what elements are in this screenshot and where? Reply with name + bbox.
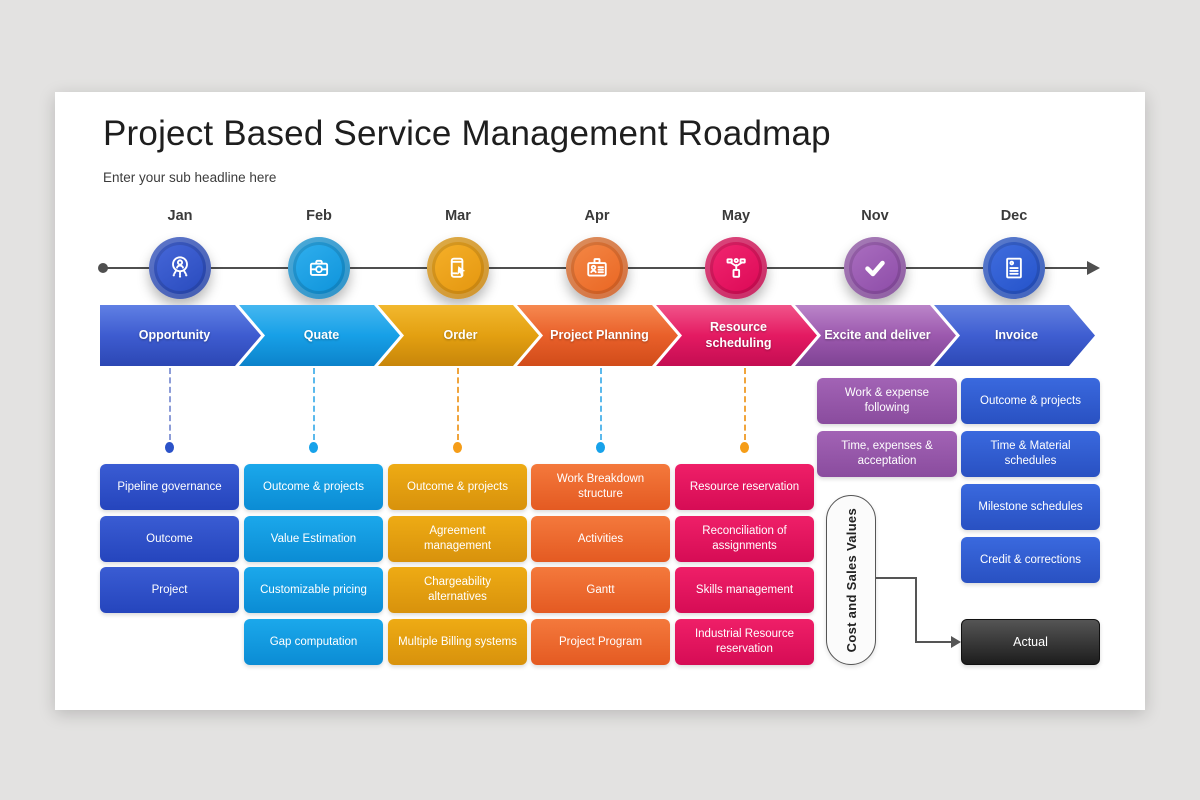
month-label: Feb [306, 208, 332, 224]
check-icon [865, 260, 885, 277]
chevron-shape [656, 305, 817, 366]
roadmap-box: Pipeline governance [100, 464, 239, 510]
roadmap-box: Milestone schedules [961, 484, 1100, 530]
drop-connector [313, 368, 315, 440]
chevron-shape [934, 305, 1095, 366]
roadmap-box: Outcome & projects [961, 378, 1100, 424]
stage-label: Resource scheduling [705, 319, 772, 350]
month-circle [566, 237, 628, 299]
stage-label: Excite and deliver [824, 327, 931, 342]
stage-quate: Quate [239, 305, 400, 366]
drop-connector [457, 368, 459, 440]
roadmap-box: Gantt [531, 567, 670, 613]
stage-order: Order [378, 305, 539, 366]
month-circle [427, 237, 489, 299]
stage-excite-and-deliver: Excite and deliver [795, 305, 956, 366]
drop-dot [453, 442, 462, 453]
page-title: Project Based Service Management Roadmap [103, 114, 831, 153]
roadmap-box: Outcome [100, 516, 239, 562]
timeline-month-feb: Feb [279, 208, 359, 299]
drop-dot [740, 442, 749, 453]
chevron-shape [378, 305, 539, 366]
roadmap-box: Agreement management [388, 516, 527, 562]
drop-dot [596, 442, 605, 453]
month-circle [149, 237, 211, 299]
timeline-month-nov: Nov [835, 208, 915, 299]
month-label: Mar [445, 208, 471, 224]
timeline-month-mar: Mar [418, 208, 498, 299]
chevron-shape [517, 305, 678, 366]
month-label: Dec [1000, 208, 1028, 224]
chevron-shape [100, 305, 261, 366]
roadmap-box: Project [100, 567, 239, 613]
stage-label: Invoice [994, 327, 1039, 342]
stage-resource-scheduling: Resource scheduling [656, 305, 817, 366]
month-label: Nov [861, 208, 889, 224]
roadmap-box: Time, expenses & acceptation [817, 431, 957, 477]
connector-line [876, 577, 917, 579]
month-circle [705, 237, 767, 299]
stage-opportunity: Opportunity [100, 305, 261, 366]
month-circle [844, 237, 906, 299]
timeline-start-dot [98, 263, 108, 273]
document-icon [1006, 257, 1022, 279]
roadmap-box: Work & expense following [817, 378, 957, 424]
roadmap-box: Chargeability alternatives [388, 567, 527, 613]
roadmap-box: Time & Material schedules [961, 431, 1100, 477]
phone-order-icon [450, 257, 466, 278]
id-card-icon [587, 258, 607, 277]
roadmap-box: Resource reservation [675, 464, 814, 510]
drop-dot [165, 442, 174, 453]
user-network-icon [172, 256, 188, 278]
cost-sales-pill: Cost and Sales Values [826, 495, 876, 665]
broadcast-icon [726, 257, 746, 278]
roadmap-box: Outcome & projects [388, 464, 527, 510]
stage-invoice: Invoice [934, 305, 1095, 366]
roadmap-box: Skills management [675, 567, 814, 613]
timeline-month-may: May [696, 208, 776, 299]
slide: Project Based Service Management Roadmap… [55, 92, 1145, 710]
roadmap-box: Outcome & projects [244, 464, 383, 510]
chevron-shape [239, 305, 400, 366]
roadmap-box: Work Breakdown structure [531, 464, 670, 510]
connector-line [915, 641, 953, 643]
page-subtitle: Enter your sub headline here [103, 170, 277, 185]
connector-arrow-icon [951, 636, 961, 648]
roadmap-box: Credit & corrections [961, 537, 1100, 583]
timeline-month-apr: Apr [557, 208, 637, 299]
stage-label: Project Planning [550, 327, 649, 342]
connector-line [915, 577, 917, 642]
toolbox-icon [309, 259, 329, 276]
actual-box: Actual [961, 619, 1100, 665]
roadmap-box: Customizable pricing [244, 567, 383, 613]
drop-connector [744, 368, 746, 440]
month-label: Apr [584, 208, 610, 224]
roadmap-box: Reconciliation of assignments [675, 516, 814, 562]
roadmap-box: Industrial Resource reservation [675, 619, 814, 665]
month-label: May [721, 208, 751, 224]
stage-label: Order [443, 327, 478, 342]
timeline-month-dec: Dec [974, 208, 1054, 299]
stage-label: Quate [303, 327, 340, 342]
stage-project-planning: Project Planning [517, 305, 678, 366]
month-circle [983, 237, 1045, 299]
roadmap-box: Gap computation [244, 619, 383, 665]
pill-label: Cost and Sales Values [843, 507, 859, 653]
drop-connector [600, 368, 602, 440]
month-label: Jan [167, 208, 193, 224]
month-circle [288, 237, 350, 299]
roadmap-box: Multiple Billing systems [388, 619, 527, 665]
stage-label: Opportunity [138, 327, 211, 342]
roadmap-box: Project Program [531, 619, 670, 665]
timeline-month-jan: Jan [140, 208, 220, 299]
timeline-arrow-icon [1087, 261, 1100, 275]
drop-connector [169, 368, 171, 440]
drop-dot [309, 442, 318, 453]
chevron-shape [795, 305, 956, 366]
roadmap-box: Activities [531, 516, 670, 562]
roadmap-box: Value Estimation [244, 516, 383, 562]
